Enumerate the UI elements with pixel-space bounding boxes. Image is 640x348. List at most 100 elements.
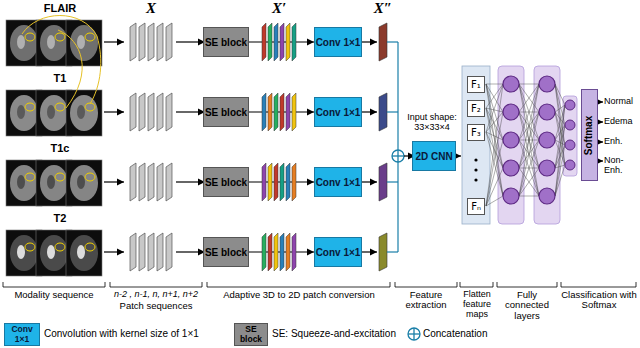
- feature-box: Fₙ: [467, 198, 485, 215]
- flow-arrow: [104, 111, 124, 112]
- fc-connection: [555, 84, 565, 105]
- converted-patch: [379, 233, 387, 271]
- stage-name: Modality sequence: [2, 290, 106, 300]
- section-bracket: [561, 282, 562, 287]
- recalibrated-slice: [268, 233, 272, 271]
- feature-box: F₁: [467, 76, 485, 93]
- section-bracket: [395, 287, 457, 288]
- section-bracket: [561, 287, 636, 288]
- feature-box: F₂: [467, 100, 485, 117]
- fc-connection: [486, 108, 503, 112]
- patch-slice: [148, 163, 154, 201]
- output-neuron: [565, 160, 575, 170]
- flatten-panel: [462, 66, 490, 224]
- fc-connection: [519, 84, 539, 112]
- tumor-outline: [55, 103, 65, 111]
- tumor-outline: [55, 243, 65, 251]
- ellipsis-dot: [474, 158, 477, 161]
- fc-connection: [519, 84, 539, 196]
- concat-symbol: [392, 150, 404, 162]
- output-neuron: [565, 140, 575, 150]
- class-name: Enh.: [604, 137, 639, 147]
- fc-connection: [519, 84, 539, 112]
- section-bracket: [636, 282, 637, 287]
- feature-box: F₃: [467, 124, 485, 141]
- recalibrated-slice: [274, 93, 278, 131]
- brain: [70, 165, 98, 201]
- ventricle: [17, 35, 25, 49]
- fc-connection: [519, 84, 539, 140]
- input-shape: Input shape: 33×33×4: [403, 113, 461, 133]
- fc-connection: [519, 84, 539, 196]
- stage-name: Flatten feature maps: [459, 290, 495, 320]
- node-text: F₃: [471, 127, 481, 138]
- ventricle: [17, 105, 25, 119]
- ventricle: [77, 35, 85, 49]
- tensor-name: X″: [363, 0, 403, 17]
- fc-connection: [555, 145, 565, 196]
- node-text: SE block: [205, 247, 247, 258]
- node-text: Fₙ: [471, 201, 481, 212]
- flow-arrow: [597, 141, 603, 142]
- converted-patch: [379, 23, 387, 61]
- merge-wire: [397, 42, 398, 252]
- brain: [10, 165, 38, 201]
- neuron: [503, 132, 519, 148]
- patch-slice: [148, 233, 154, 271]
- mri-slice: [66, 90, 102, 136]
- section-bracket: [207, 282, 208, 287]
- patch-slice: [166, 233, 172, 271]
- cnn-box: 2D CNN: [412, 141, 456, 171]
- neuron: [503, 104, 519, 120]
- stage-name: Adaptive 3D to 2D patch conversion: [206, 290, 392, 300]
- recalibrated-slice: [292, 233, 296, 271]
- brain: [10, 25, 38, 61]
- patch-slice: [130, 163, 136, 201]
- section-bracket: [460, 287, 493, 288]
- merge-wire: [387, 251, 398, 252]
- fc-connection: [486, 168, 503, 206]
- flow-arrow: [176, 41, 205, 42]
- output-neuron: [565, 120, 575, 130]
- fc-connection: [486, 108, 503, 140]
- legend-text: Convolution with kernel size of 1×1: [44, 328, 199, 339]
- fc-connection: [486, 84, 503, 206]
- ventricle: [47, 105, 55, 119]
- fc-connection: [486, 84, 503, 108]
- ventricle: [77, 105, 85, 119]
- fc-connection: [555, 165, 565, 168]
- recalibrated-slice: [274, 163, 278, 201]
- fc-connection: [486, 196, 503, 206]
- fc-connection: [555, 125, 565, 196]
- flow-arrow: [176, 181, 205, 182]
- recalibrated-slice: [274, 23, 278, 61]
- fc-connection: [486, 132, 503, 140]
- ventricle: [77, 175, 85, 189]
- tumor-outline: [85, 243, 95, 251]
- section-bracket: [497, 287, 557, 288]
- se-block: SE block: [203, 237, 249, 267]
- patch-slice: [166, 23, 172, 61]
- merge-wire: [387, 111, 398, 112]
- ventricle: [77, 245, 85, 259]
- node-text: Conv 1×1: [316, 37, 361, 48]
- patch-slice: [130, 93, 136, 131]
- flow-arrow: [176, 251, 205, 252]
- slice-indices: n-2 , n-1, n, n+1, n+2: [102, 290, 210, 300]
- tumor-outline: [25, 243, 35, 251]
- legend-sample-text: Conv 1×1: [4, 323, 40, 346]
- neuron: [539, 160, 555, 176]
- fc-connection: [486, 84, 503, 140]
- neuron: [539, 76, 555, 92]
- section-bracket: [497, 282, 498, 287]
- fc-connection: [486, 108, 503, 196]
- section-bracket: [207, 287, 390, 288]
- recalibrated-slice: [286, 163, 290, 201]
- recalibrated-slice: [280, 93, 284, 131]
- section-bracket: [557, 282, 558, 287]
- fc-connection: [519, 196, 539, 197]
- patch-slice: [139, 23, 145, 61]
- output-panel: [563, 96, 577, 176]
- patch-slice: [148, 93, 154, 131]
- patch-slice: [166, 93, 172, 131]
